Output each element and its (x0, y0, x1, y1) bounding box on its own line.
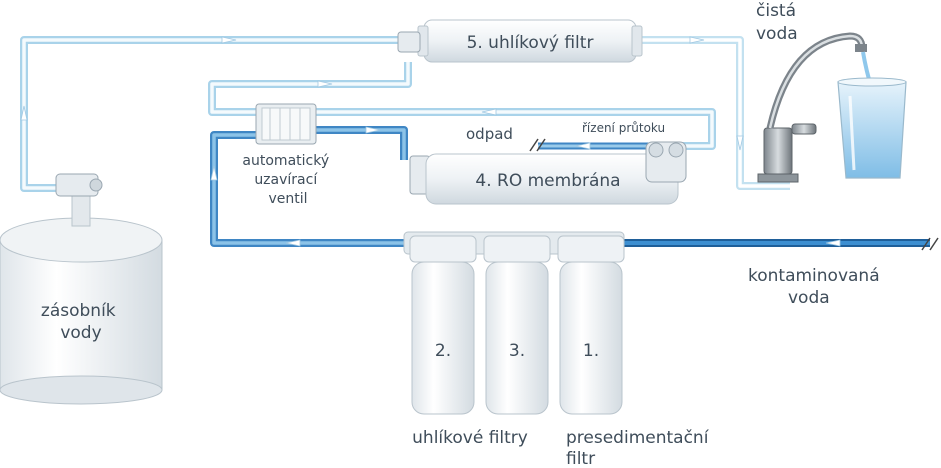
waste-label: odpad (466, 125, 513, 143)
ro-membrane-housing (409, 141, 687, 205)
contaminated-water-label: kontaminovaná voda (748, 266, 885, 308)
filter-housing-2 (409, 235, 477, 415)
shutoff-valve (255, 103, 317, 145)
presediment-label: presedimentační filtr (566, 428, 714, 468)
filter-number-1: 1. (583, 341, 599, 361)
storage-tank (0, 173, 163, 405)
carbon-post-filter (397, 19, 643, 63)
faucet (757, 32, 867, 183)
waste-pipe (529, 138, 660, 152)
carbon-filters-label: uhlíkové filtry (412, 428, 528, 448)
filter-number-3: 3. (509, 341, 525, 361)
carbon-filter-label: 5. uhlíkový filtr (467, 33, 594, 53)
flow-control-label: řízení průtoku (582, 121, 665, 135)
valve-label: automatický uzavírací ventil (242, 153, 333, 207)
filter-housing-1 (557, 235, 625, 415)
filter-housings (403, 231, 625, 415)
clean-water-label: čistá voda (756, 1, 801, 44)
inlet-pipe (622, 237, 939, 251)
flow-arrows (20, 36, 841, 247)
prefiltered-pipe (210, 126, 408, 247)
water-glass (837, 51, 907, 179)
filter-number-2: 2. (435, 341, 451, 361)
filter-housing-3 (483, 235, 551, 415)
permeate-pipe (208, 62, 716, 150)
ro-membrane-label: 4. RO membrána (475, 171, 620, 191)
tank-label: zásobník vody (41, 301, 121, 343)
